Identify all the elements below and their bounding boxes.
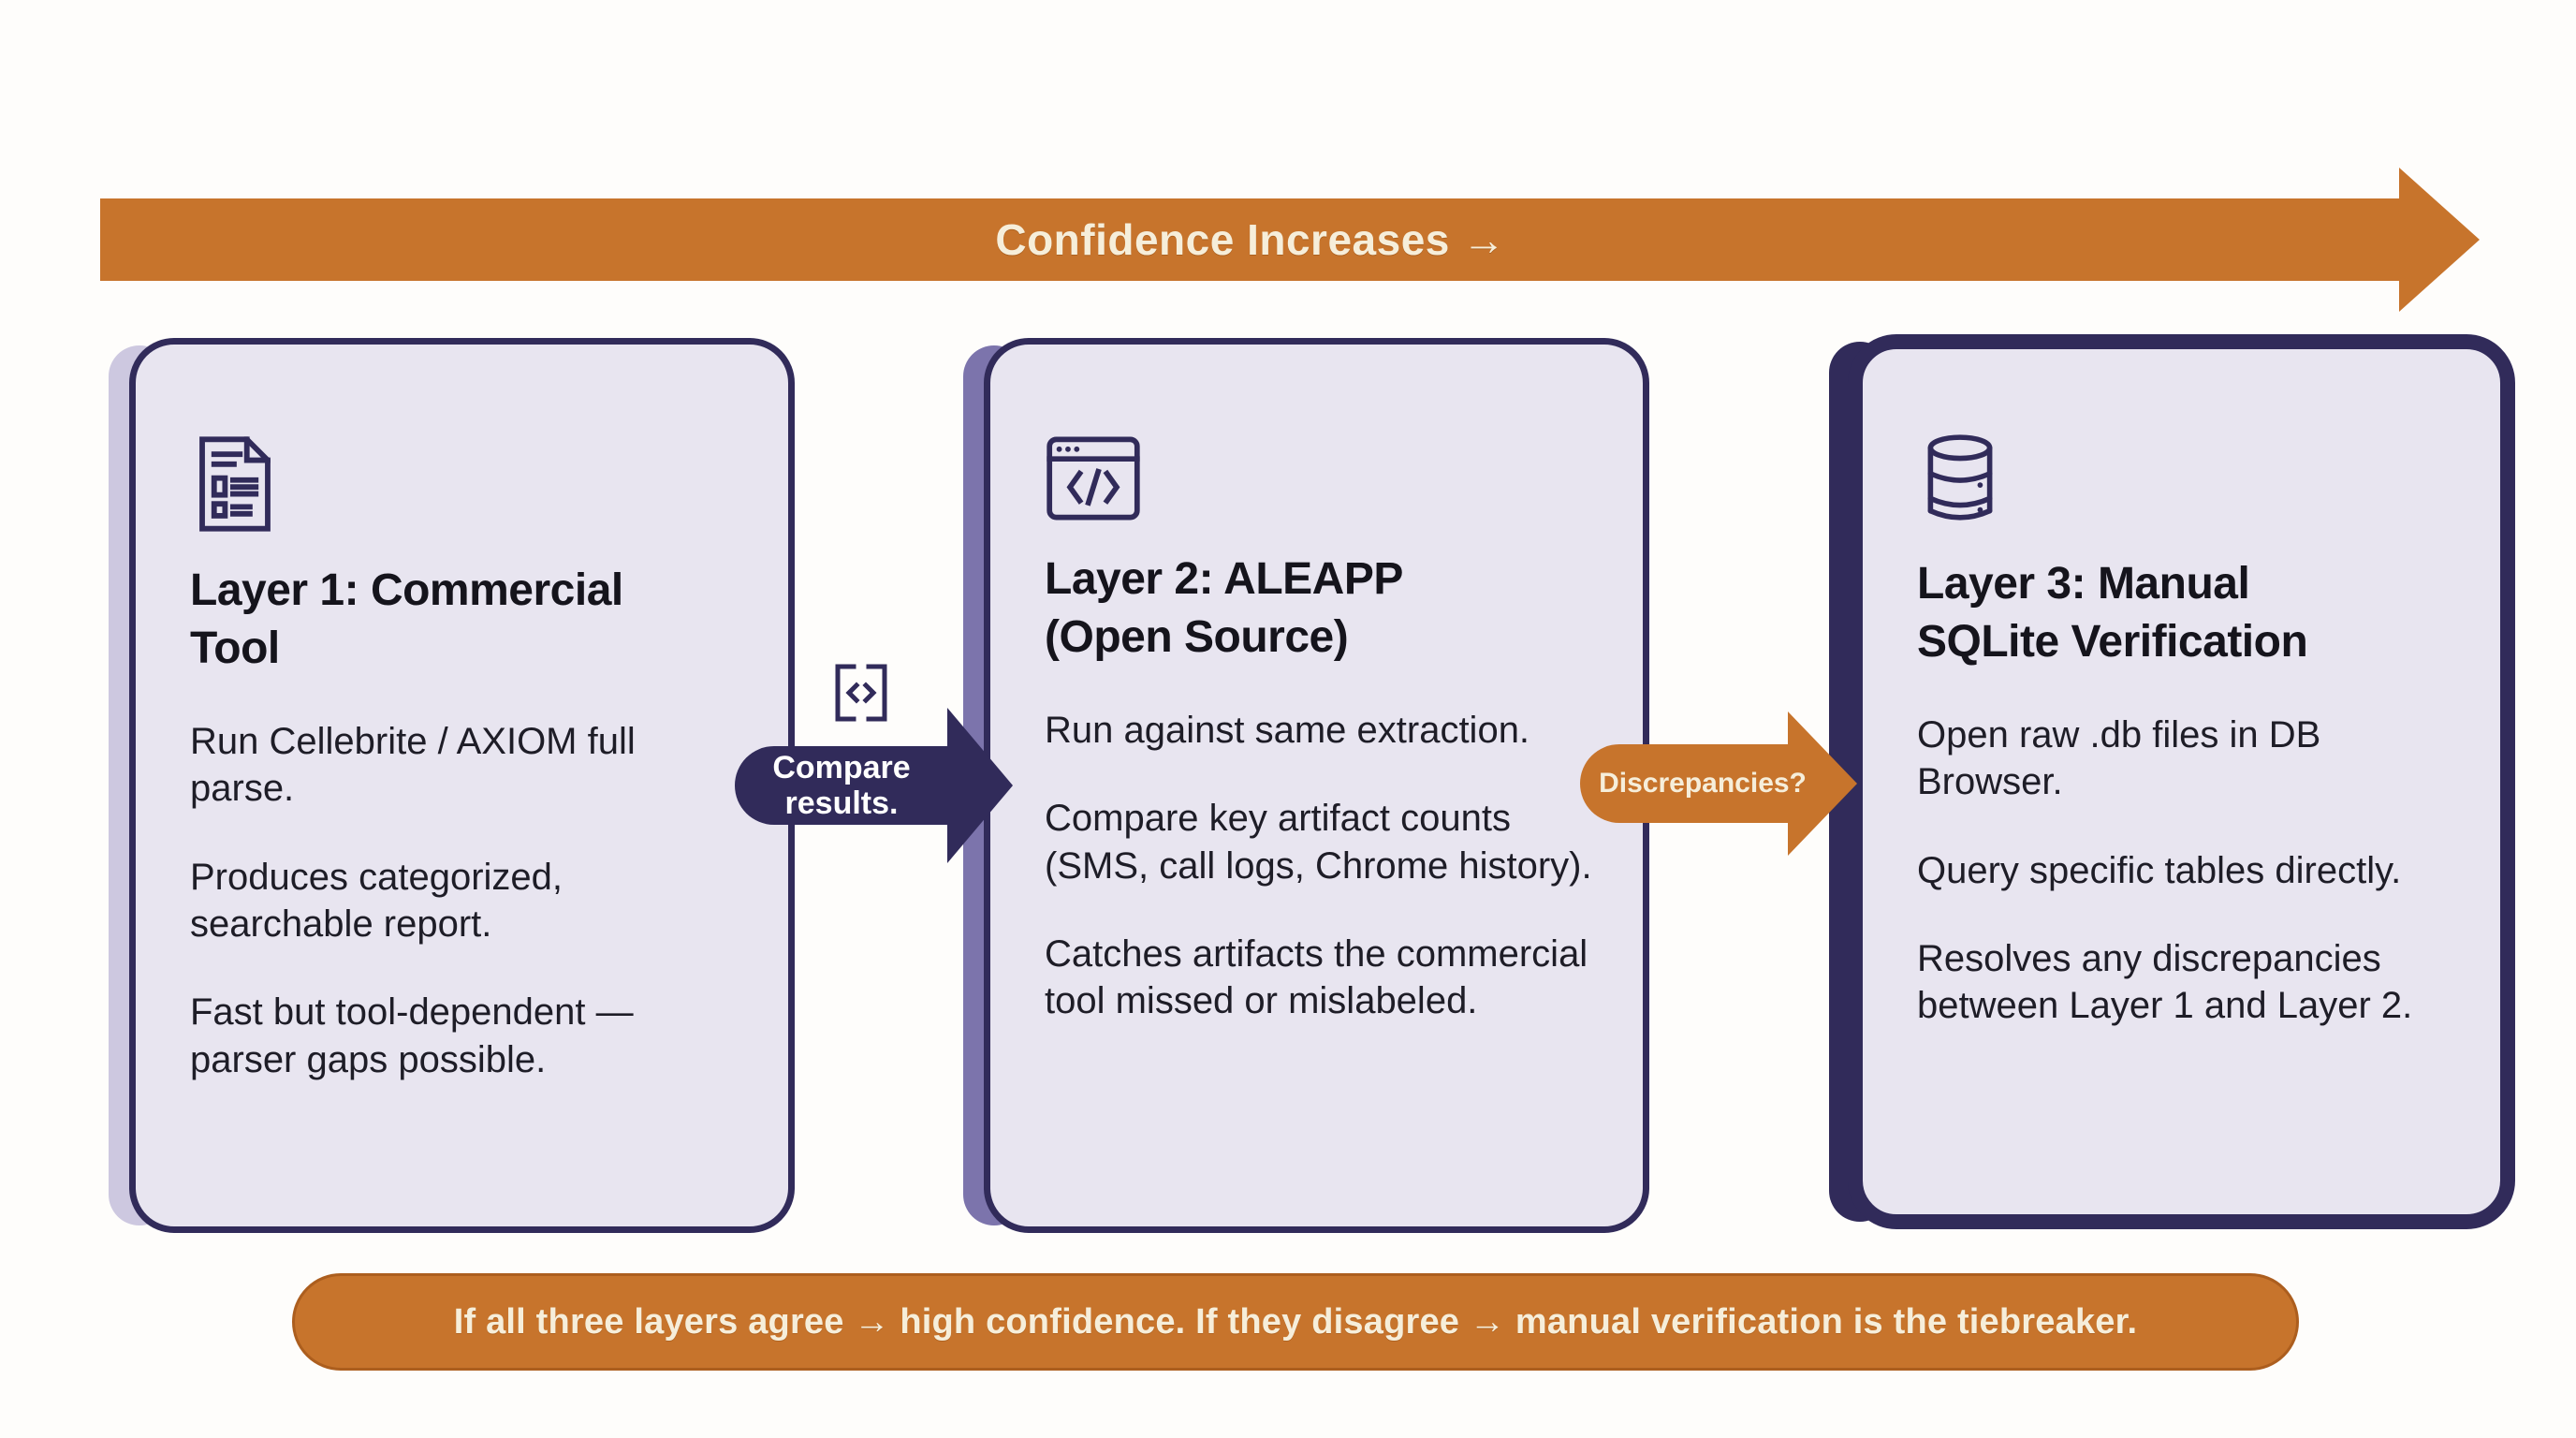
card-title: Layer 2: ALEAPP (Open Source) [1045,554,1403,663]
connector-compare-results-label: Compare results. [735,746,948,825]
card-paragraph: Resolves any discrepancies between Layer… [1917,937,2413,1027]
card-text: Run Cellebrite / AXIOM full parse. Produ… [190,718,741,1083]
card-text: Open raw .db files in DB Browser. Query … [1917,712,2453,1030]
card-layer2-aleapp: Layer 2: ALEAPP (Open Source) Run agains… [963,338,1649,1233]
card-body: Layer 1: Commercial Tool Run Cellebrite … [129,338,795,1233]
confidence-banner-label: Confidence Increases → [995,215,1506,264]
card-title: Layer 3: Manual SQLite Verification [1917,559,2308,668]
footer-conclusion-label: If all three layers agree → high confide… [453,1301,2138,1342]
report-document-icon [199,436,271,532]
card-layer1-commercial-tool: Layer 1: Commercial Tool Run Cellebrite … [109,338,795,1233]
card-paragraph: Fast but tool-dependent — parser gaps po… [190,991,634,1080]
card-paragraph: Open raw .db files in DB Browser. [1917,713,2321,803]
card-paragraph: Run against same extraction. [1045,709,1530,751]
card-paragraph: Query specific tables directly. [1917,849,2402,891]
card-body: Layer 2: ALEAPP (Open Source) Run agains… [984,338,1649,1233]
card-body: Layer 3: Manual SQLite Verification Open… [1848,334,2515,1229]
card-paragraph: Run Cellebrite / AXIOM full parse. [190,720,636,810]
card-paragraph: Produces categorized, searchable report. [190,856,564,945]
connector-discrepancies-label: Discrepancies? [1580,744,1825,823]
confidence-banner-arrowhead-icon [2399,168,2480,312]
confidence-banner: Confidence Increases → [100,198,2401,281]
card-paragraph: Compare key artifact counts (SMS, call l… [1045,798,1592,887]
card-title: Layer 1: Commercial Tool [190,565,623,674]
database-icon [1927,434,1993,521]
card-text: Run against same extraction. Compare key… [1045,707,1596,1025]
card-layer3-manual-sqlite: Layer 3: Manual SQLite Verification Open… [1829,334,2515,1229]
code-compare-icon [835,664,887,722]
browser-code-icon [1046,436,1140,521]
card-paragraph: Catches artifacts the commercial tool mi… [1045,932,1588,1022]
footer-conclusion-pill: If all three layers agree → high confide… [292,1273,2299,1371]
connector-compare-results-arrowhead-icon [947,708,1013,863]
